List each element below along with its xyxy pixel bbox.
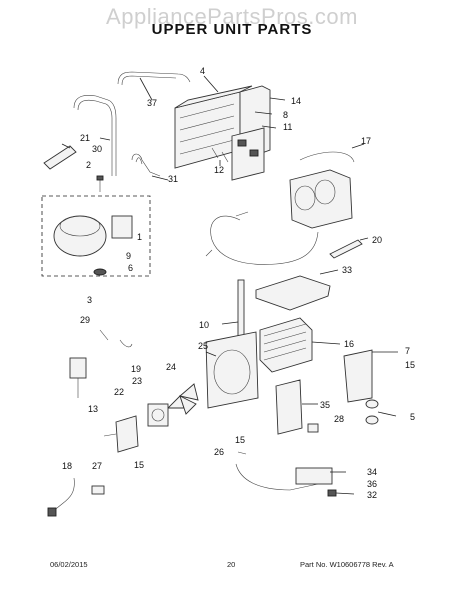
callout-19: 19	[131, 364, 141, 374]
part-32-clip	[327, 489, 355, 497]
callout-29: 29	[80, 315, 90, 325]
callout-6: 6	[128, 263, 133, 273]
callout-31: 31	[168, 174, 178, 184]
callout-36: 36	[367, 479, 377, 489]
callout-4: 4	[200, 66, 205, 76]
callout-18: 18	[62, 461, 72, 471]
part-21-drier	[43, 143, 77, 170]
part-20-sensor	[329, 237, 369, 259]
part-33-cover	[255, 269, 339, 311]
callout-34: 34	[367, 467, 377, 477]
compressor-group	[41, 195, 151, 277]
callout-11: 11	[283, 122, 292, 132]
part-22-bracket	[103, 415, 139, 453]
callout-32: 32	[367, 490, 377, 500]
part-11-board	[231, 125, 277, 181]
part-10-bracket	[221, 279, 245, 341]
part-23-motor	[147, 403, 169, 427]
part-8-board	[254, 111, 273, 115]
part-16-evaporator	[259, 317, 341, 373]
footer-date: 06/02/2015	[50, 560, 88, 569]
callout-14: 14	[291, 96, 301, 106]
callout-15-a: 15	[405, 360, 415, 370]
callout-15-b: 15	[235, 435, 245, 445]
callout-33: 33	[342, 265, 352, 275]
part-18-harness	[47, 477, 105, 517]
part-31-tube	[131, 153, 169, 181]
part-24-fan-blade	[166, 383, 199, 415]
part-28-clip	[307, 423, 319, 433]
diagram-title: UPPER UNIT PARTS	[151, 21, 313, 38]
callout-26: 26	[214, 447, 224, 457]
callout-24: 24	[166, 362, 176, 372]
callout-16: 16	[344, 339, 354, 349]
callout-3: 3	[87, 295, 92, 305]
part-2-screw	[96, 175, 104, 192]
callout-12: 12	[214, 165, 224, 175]
callout-2: 2	[86, 160, 91, 170]
part-29-clip	[99, 329, 133, 348]
callout-35: 35	[320, 400, 330, 410]
callout-22: 22	[114, 387, 124, 397]
footer-page-number: 20	[227, 560, 236, 569]
callout-37: 37	[147, 98, 157, 108]
part-25-shroud	[205, 331, 259, 409]
callout-17: 17	[361, 136, 371, 146]
part-37-tube	[117, 71, 191, 101]
callout-30: 30	[92, 144, 102, 154]
part-34-harness	[235, 463, 346, 491]
part-4-housing	[174, 75, 253, 169]
part-5-grommets	[365, 399, 397, 425]
callout-5: 5	[410, 412, 415, 422]
callout-28: 28	[334, 414, 344, 424]
watermark: AppliancePartsPros.com	[106, 4, 358, 29]
callout-20: 20	[372, 235, 382, 245]
callout-13: 13	[88, 404, 98, 414]
part-17-assembly	[289, 143, 365, 229]
part-7-bracket	[343, 349, 398, 403]
callout-9: 9	[126, 251, 131, 261]
callout-23: 23	[132, 376, 142, 386]
callout-8: 8	[283, 110, 288, 120]
part-13-relay	[69, 357, 87, 398]
part-30-tube	[73, 95, 117, 176]
callout-7: 7	[405, 346, 410, 356]
part-26-screw	[237, 451, 247, 455]
wire-harness	[205, 211, 319, 265]
footer-part-number: Part No. W10606778 Rev. A	[300, 560, 394, 569]
callout-10: 10	[199, 320, 209, 330]
part-12-screws	[211, 147, 229, 166]
callout-15-c: 15	[134, 460, 144, 470]
part-35-bracket	[275, 379, 318, 435]
callout-25: 25	[198, 341, 208, 351]
callout-21: 21	[80, 133, 90, 143]
callout-27: 27	[92, 461, 102, 471]
callout-1: 1	[137, 232, 142, 242]
